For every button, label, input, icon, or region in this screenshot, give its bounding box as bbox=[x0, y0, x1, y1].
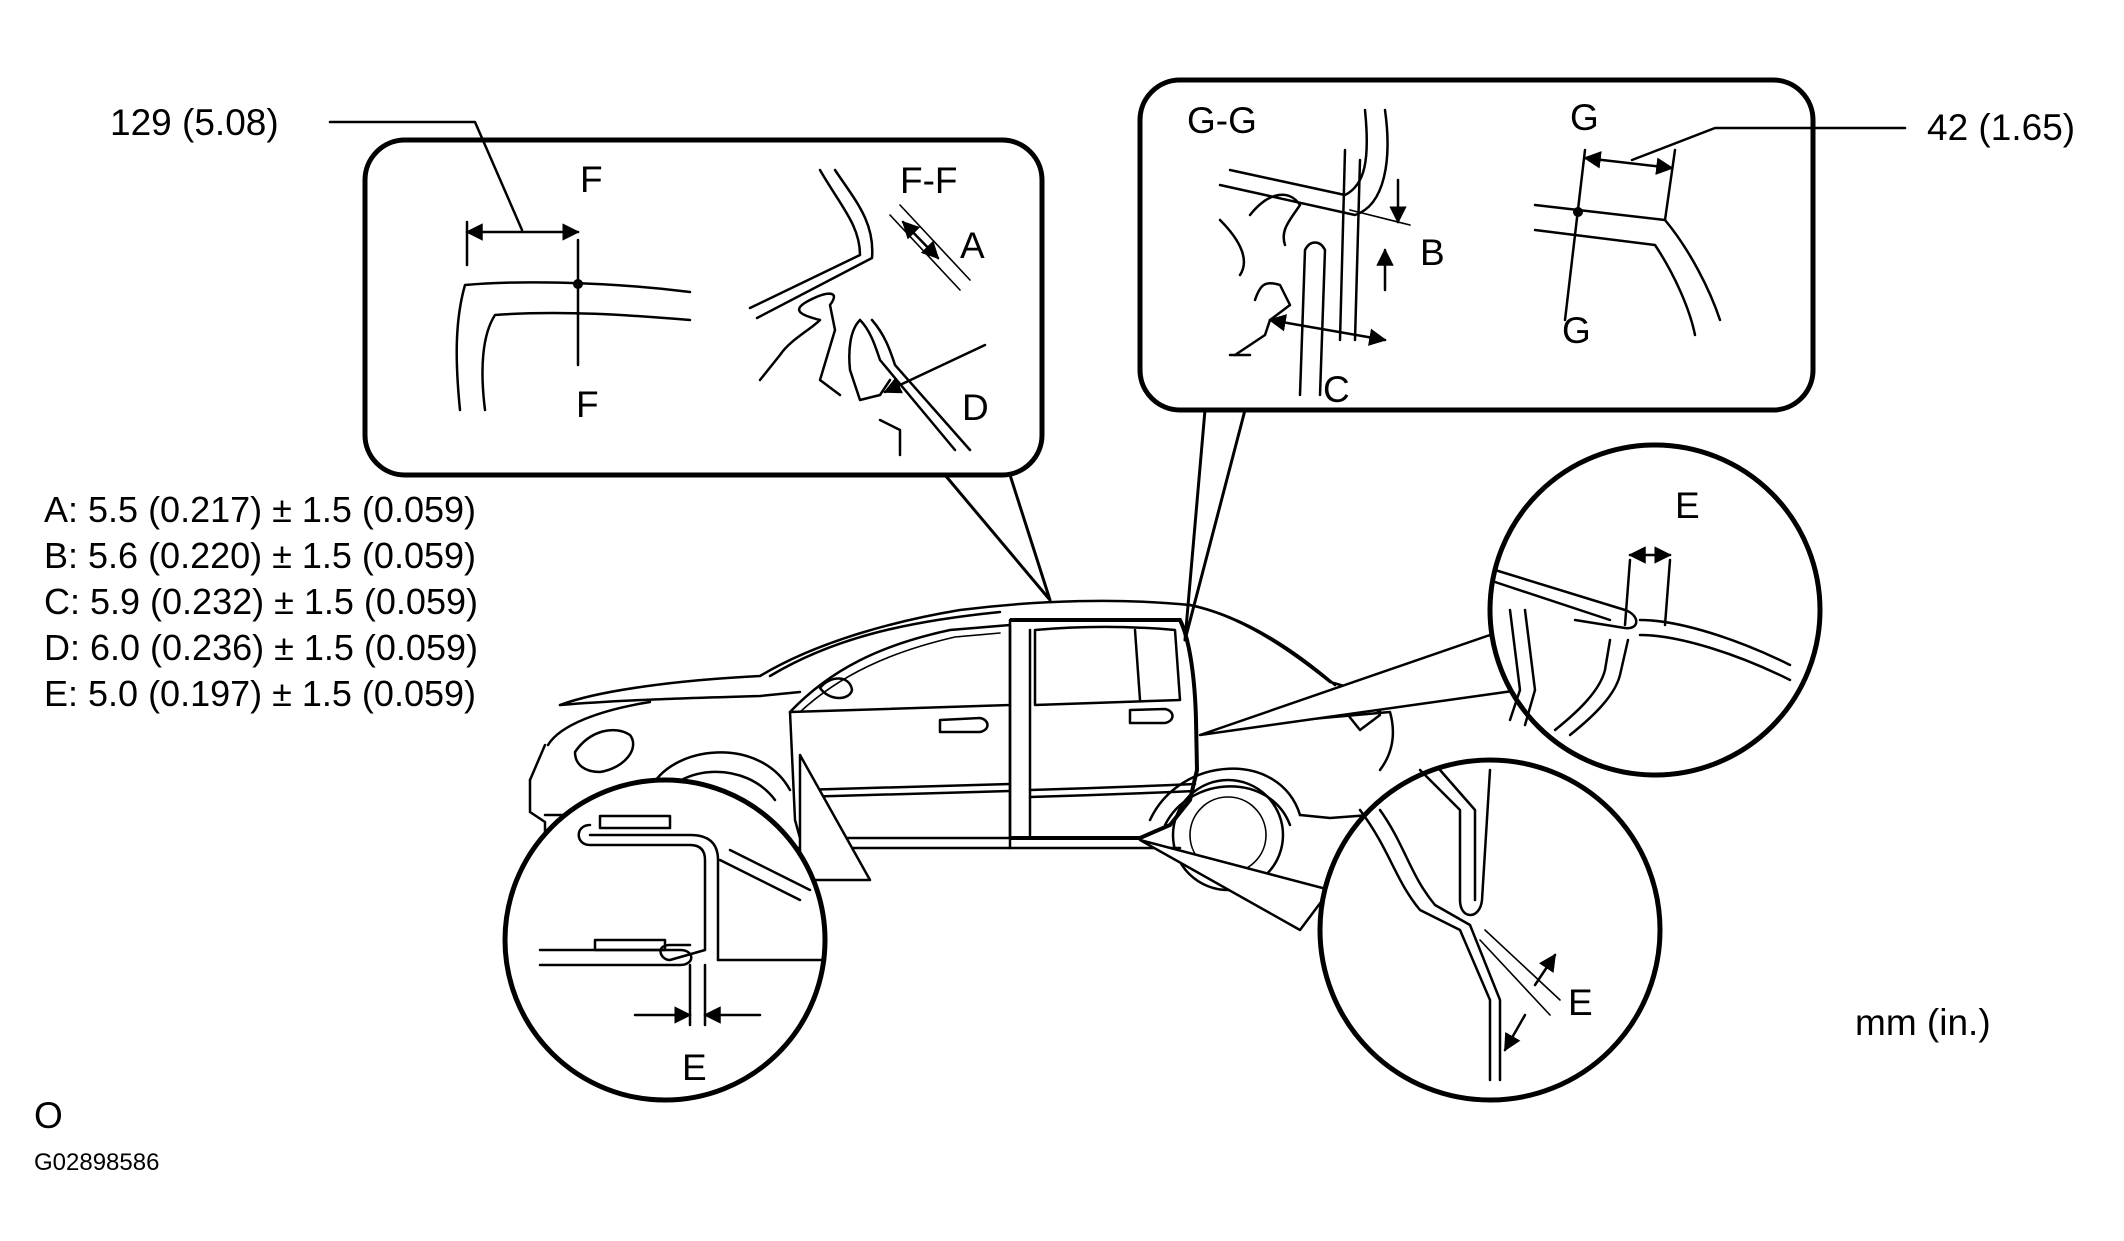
rear-door-gap-detail bbox=[1198, 442, 1823, 778]
spec-e: E: 5.0 (0.197) ± 1.5 (0.059) bbox=[44, 673, 476, 714]
section-ff-label: F-F bbox=[900, 160, 958, 201]
gap-c-label: C bbox=[1323, 369, 1350, 410]
section-f-bottom-label: F bbox=[576, 384, 599, 425]
section-g-bottom-label: G bbox=[1562, 310, 1591, 351]
figure-code: G02898586 bbox=[34, 1149, 159, 1176]
dimension-f-label: 129 (5.08) bbox=[110, 102, 279, 143]
section-f-top-label: F bbox=[580, 159, 603, 200]
corner-mark: O bbox=[34, 1095, 63, 1136]
gap-d-label: D bbox=[962, 387, 989, 428]
section-g-top-label: G bbox=[1570, 97, 1599, 138]
spec-b: B: 5.6 (0.220) ± 1.5 (0.059) bbox=[44, 535, 476, 576]
dimension-leaders bbox=[328, 120, 1907, 232]
section-f-callout bbox=[362, 137, 1052, 602]
spec-a: A: 5.5 (0.217) ± 1.5 (0.059) bbox=[44, 489, 476, 530]
dimension-g-label: 42 (1.65) bbox=[1927, 107, 2075, 148]
front-sill-gap-detail bbox=[502, 753, 872, 1103]
gap-b-label: B bbox=[1420, 232, 1445, 273]
gap-e-rear-label: E bbox=[1675, 485, 1700, 526]
gap-a-label: A bbox=[960, 225, 985, 266]
sedan-illustration bbox=[528, 599, 1395, 892]
diagram-labels: 129 (5.08) 42 (1.65) F F F-F A D G-G G G… bbox=[34, 97, 2075, 1176]
rear-sill-gap-detail bbox=[1138, 757, 1663, 1103]
units-label: mm (in.) bbox=[1855, 1002, 1991, 1043]
gap-e-rear-sill-label: E bbox=[1568, 982, 1593, 1023]
section-gg-label: G-G bbox=[1187, 100, 1257, 141]
gap-e-front-sill-label: E bbox=[682, 1047, 707, 1088]
spec-c: C: 5.9 (0.232) ± 1.5 (0.059) bbox=[44, 581, 478, 622]
spec-d: D: 6.0 (0.236) ± 1.5 (0.059) bbox=[44, 627, 478, 668]
section-g-callout bbox=[1137, 77, 1816, 642]
